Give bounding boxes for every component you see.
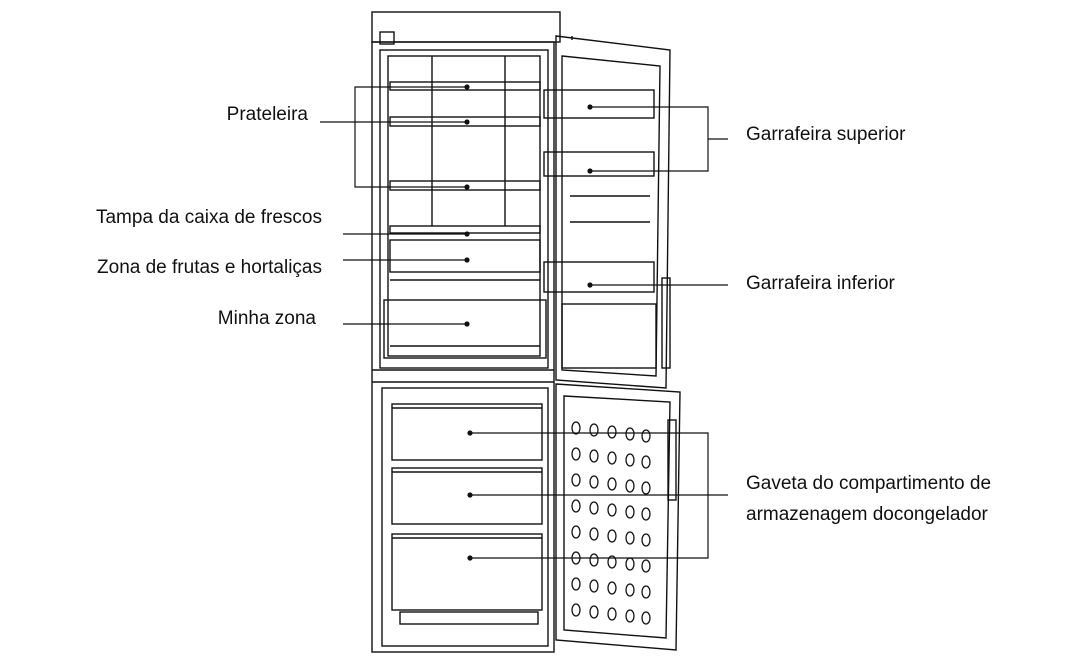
freezer-door (555, 383, 681, 651)
label-garrafeira-inferior: Garrafeira inferior (746, 273, 895, 294)
label-minha-zona: Minha zona (217, 308, 316, 329)
fridge-compartment-frame (379, 49, 549, 369)
leader-dots (464, 84, 593, 561)
shelves (389, 81, 541, 234)
door-bin-lower (543, 261, 655, 293)
fridge-top-cap (371, 11, 561, 43)
leader-garrafeira-superior (590, 106, 709, 172)
fridge-body (371, 41, 555, 653)
label-tampa: Tampa da caixa de frescos (95, 207, 322, 228)
door-dimples (571, 421, 651, 625)
door-bin-upper (543, 89, 655, 119)
my-zone-drawer (383, 299, 547, 359)
freezer-compartment (381, 387, 549, 647)
leader-prateleira-bracket (354, 86, 467, 188)
upper-door (555, 35, 671, 389)
freezer-drawer-1 (391, 403, 543, 461)
freezer-drawer-3 (391, 533, 543, 611)
label-gaveta-line2: armazenagem docongelador (746, 504, 988, 525)
leader-lines (320, 86, 728, 559)
door-bin-middle (543, 151, 655, 177)
label-zona-frutas: Zona de frutas e hortaliças (97, 257, 322, 278)
freezer-drawer-2 (391, 467, 543, 525)
label-gaveta-line1: Gaveta do compartimento de (746, 473, 992, 494)
label-prateleira: Prateleira (226, 104, 308, 125)
crisper-drawer (389, 239, 541, 273)
label-garrafeira-superior: Garrafeira superior (746, 124, 906, 145)
